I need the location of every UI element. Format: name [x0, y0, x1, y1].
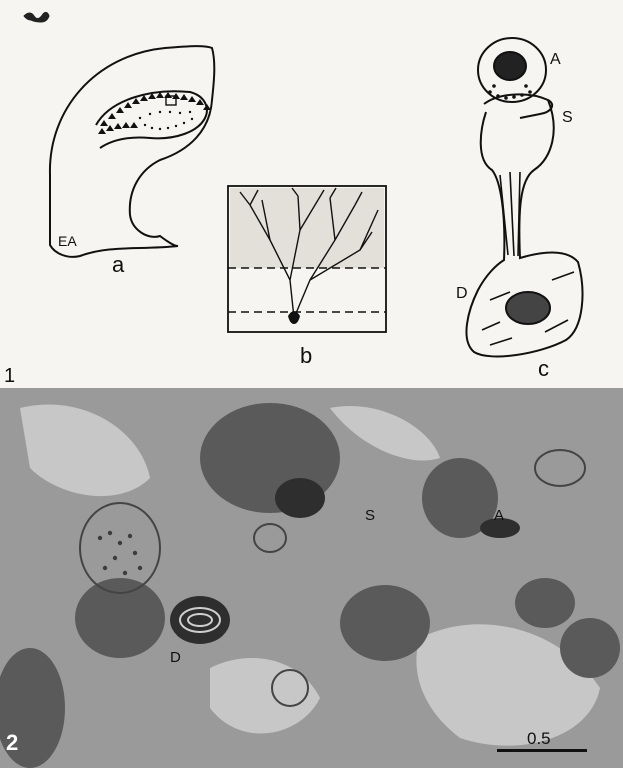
panel-c-letter: c [538, 358, 549, 380]
micrograph-label-spine: S [365, 508, 375, 523]
micrograph-label-axon: A [494, 508, 504, 523]
panel-c-label-axon: A [550, 52, 561, 68]
panel-a-letter: a [112, 254, 124, 276]
micrograph-label-dendrite: D [170, 650, 181, 665]
figure-1: EA a b c A S D 1 [0, 0, 623, 388]
panel-c-label-dendrite: D [456, 286, 468, 302]
figure-1-drawings [0, 0, 623, 388]
micrograph-texture [0, 388, 623, 768]
panel-a-cell-triangles [98, 92, 211, 134]
corner-mark-icon [24, 12, 49, 22]
scale-bar-label: 0.5 [527, 730, 551, 747]
panel-b-drawing [228, 186, 386, 332]
panel-a-drawing [50, 46, 214, 257]
panel-b-letter: b [300, 345, 312, 367]
panel-a-region-label: EA [58, 234, 77, 248]
panel-a-dots [139, 111, 193, 130]
scale-bar [497, 749, 587, 752]
panel-c-label-spine: S [562, 110, 573, 126]
figure-2-number: 2 [6, 732, 18, 754]
figure-1-number: 1 [4, 366, 15, 386]
figure-2-micrograph: S A D 2 0.5 [0, 388, 623, 768]
